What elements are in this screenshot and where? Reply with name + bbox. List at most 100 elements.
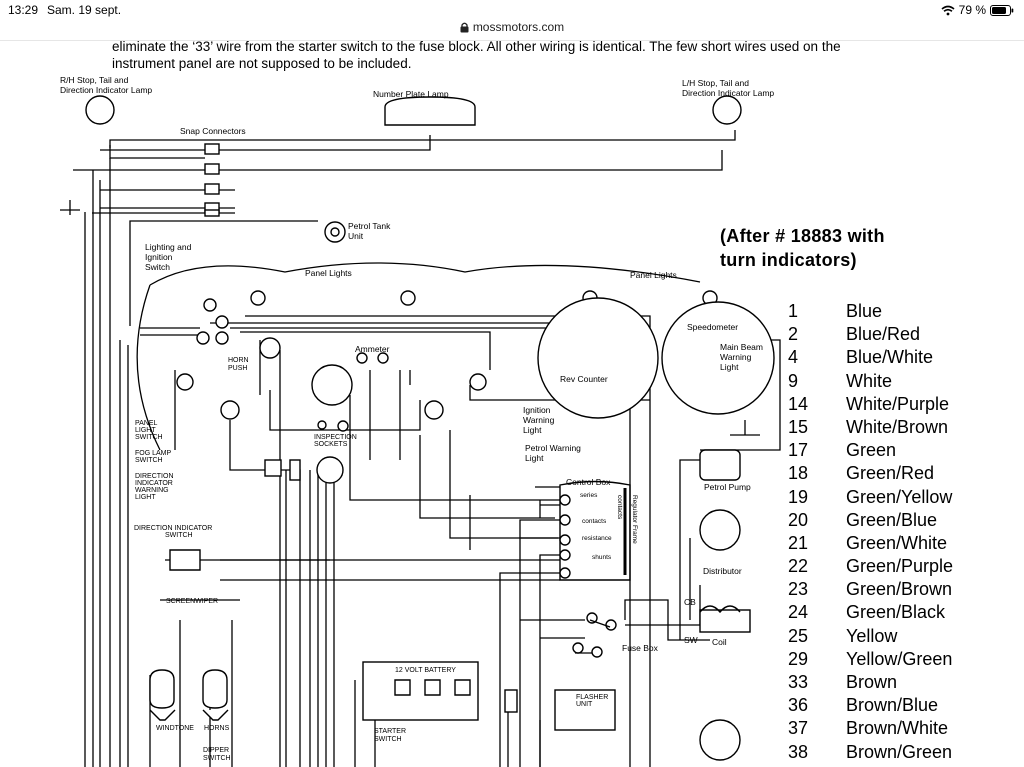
windtone-horns-label-2: HORNS <box>204 725 230 732</box>
legend-color-name: Green/Brown <box>846 579 953 600</box>
lighting-switch-label-2: Ignition <box>145 252 173 262</box>
legend-code: 17 <box>788 440 809 461</box>
legend-code: 21 <box>788 532 809 553</box>
legend-color-name: Green/Black <box>846 602 946 623</box>
lh-lamp-label-2: Direction Indicator Lamp <box>682 88 774 98</box>
legend-code: 38 <box>788 741 809 762</box>
lh-lamp-label-1: L/H Stop, Tail and <box>682 78 749 88</box>
control-box-label: Control Box <box>566 477 611 487</box>
legend-color-name: Green/Yellow <box>846 486 953 507</box>
legend-color-name: Green/Blue <box>846 509 938 530</box>
main-beam-label-1: Main Beam <box>720 342 763 352</box>
resistance-label: resistance <box>582 535 612 542</box>
ignition-warning-label-1: Ignition <box>523 405 551 415</box>
petrol-tank-label-2: Unit <box>348 231 364 241</box>
intro-line-2: instrument panel are not supposed to be … <box>112 56 412 71</box>
speedometer-label: Speedometer <box>687 322 738 332</box>
status-bar: 13:29 Sam. 19 sept. 79 % <box>0 0 1024 20</box>
legend-color-name: Yellow <box>846 625 898 646</box>
legend-color-name: White <box>846 370 893 391</box>
sw-label: SW <box>684 635 698 645</box>
legend-code: 18 <box>788 463 809 484</box>
fuse-box-label: Fuse Box <box>622 643 659 653</box>
direction-warning-label-1: DIRECTION <box>135 473 174 480</box>
rh-lamp-label-2: Direction Indicator Lamp <box>60 85 152 95</box>
legend-color-name: Green/Purple <box>846 556 954 577</box>
distributor-label: Distributor <box>703 566 742 576</box>
legend-row: 21 Green/White <box>788 532 953 555</box>
inspection-sockets-label-1: INSPECTION <box>314 434 357 441</box>
legend-color-name: White/Purple <box>846 393 950 414</box>
battery-percent: 79 % <box>958 3 986 17</box>
legend-color-name: Blue <box>846 301 883 321</box>
starter-switch-label-1: STARTER <box>374 728 406 735</box>
legend-color-name: Green <box>846 440 897 461</box>
regulator-frame-label: Regulator Frame <box>631 495 638 544</box>
panel-lights-right-label: Panel Lights <box>630 270 677 280</box>
series-label: series <box>580 492 598 499</box>
intro-text: eliminate the ‘33’ wire from the starter… <box>112 40 1012 72</box>
rev-counter-label: Rev Counter <box>560 374 608 384</box>
legend-row: 17 Green <box>788 439 953 462</box>
flasher-unit-label-1: FLASHER <box>576 694 608 701</box>
legend-code: 23 <box>788 579 809 600</box>
legend-code: 2 <box>788 324 799 345</box>
direction-switch-label-2: SWITCH <box>165 532 193 539</box>
flasher-unit-label-2: UNIT <box>576 701 593 708</box>
lighting-switch-label-1: Lighting and <box>145 242 192 252</box>
contacts-vertical-label: contacts <box>616 495 623 520</box>
legend-color-name: White/Brown <box>846 416 949 437</box>
ammeter-label: Ammeter <box>355 344 390 354</box>
petrol-warning-label-2: Light <box>525 453 544 463</box>
legend-color-name: Brown/Green <box>846 741 953 762</box>
panel-light-switch-label-3: SWITCH <box>135 434 163 441</box>
page-content: eliminate the ‘33’ wire from the starter… <box>0 40 1024 767</box>
legend-color-name: Yellow/Green <box>846 648 953 669</box>
legend-color-name: Blue/Red <box>846 324 921 345</box>
starter-switch-label-2: SWITCH <box>374 736 402 743</box>
legend-row: 20 Green/Blue <box>788 509 953 532</box>
shunts-label: shunts <box>592 554 612 561</box>
legend-row: 2 Blue/Red <box>788 323 953 346</box>
legend-code: 14 <box>788 393 809 414</box>
panel-light-switch-label-1: PANEL <box>135 420 158 427</box>
legend-row: 36 Brown/Blue <box>788 694 953 717</box>
legend-row: 38 Brown/Green <box>788 741 953 764</box>
panel-light-switch-label-2: LIGHT <box>135 427 156 434</box>
wifi-icon <box>941 5 955 15</box>
intro-line-1: eliminate the ‘33’ wire from the starter… <box>112 40 841 54</box>
inspection-sockets-label-2: SOCKETS <box>314 441 348 448</box>
coil-label: Coil <box>712 637 727 647</box>
snap-connectors-label: Snap Connectors <box>180 126 246 136</box>
status-right: 79 % <box>941 3 1014 17</box>
legend-row: 29 Yellow/Green <box>788 648 953 671</box>
legend-color-name: Brown/Blue <box>846 695 939 716</box>
url-domain[interactable]: mossmotors.com <box>472 20 565 34</box>
windtone-horns-label-1: WINDTONE <box>156 725 194 732</box>
direction-switch-label-1: DIRECTION INDICATOR <box>134 525 212 532</box>
address-bar[interactable]: mossmotors.com <box>0 20 1024 41</box>
ignition-warning-label-3: Light <box>523 425 542 435</box>
legend-code: 36 <box>788 695 809 716</box>
battery-label: 12 VOLT BATTERY <box>395 667 456 674</box>
petrol-tank-label-1: Petrol Tank <box>348 221 391 231</box>
lock-icon <box>460 22 469 32</box>
screenwiper-label: SCREENWIPER <box>166 598 218 605</box>
legend-code: 20 <box>788 509 809 530</box>
petrol-warning-label-1: Petrol Warning <box>525 443 581 453</box>
after-note-line-2: turn indicators) <box>720 250 857 270</box>
wiring-diagram: R/H Stop, Tail and Direction Indicator L… <box>60 75 781 767</box>
legend-color-name: Blue/White <box>846 347 934 368</box>
battery-icon <box>990 4 1014 16</box>
direction-warning-label-2: INDICATOR <box>135 480 173 487</box>
legend-code: 29 <box>788 648 809 669</box>
legend-row: 14 White/Purple <box>788 393 953 416</box>
legend-row: 23 Green/Brown <box>788 578 953 601</box>
legend-color-name: Green/White <box>846 532 948 553</box>
legend-code: 37 <box>788 718 809 739</box>
